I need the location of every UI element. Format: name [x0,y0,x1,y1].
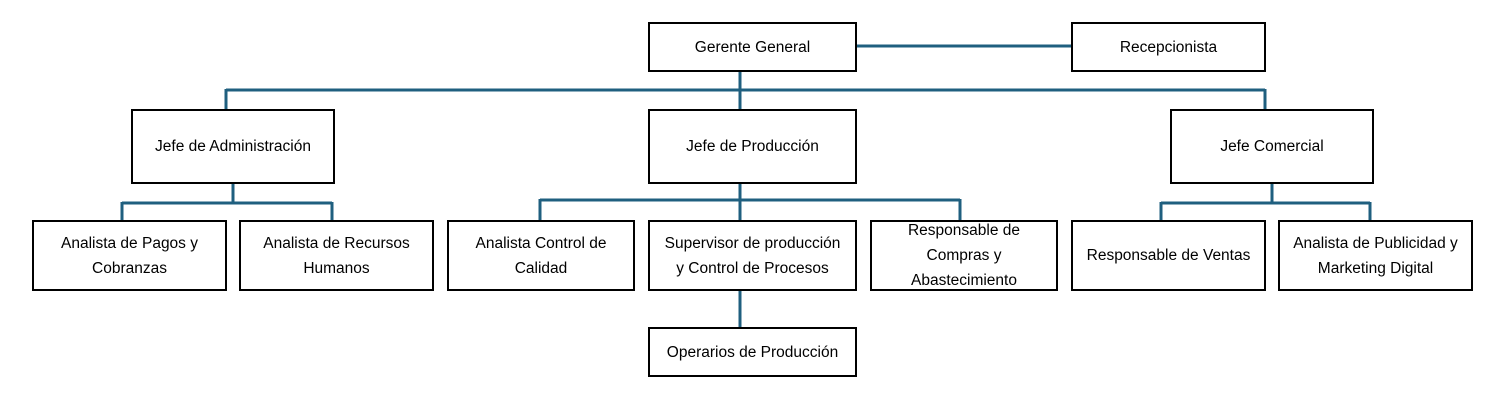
node-label-line: Gerente General [694,38,811,56]
node-recepcionista: Recepcionista [1071,22,1266,72]
node-label-line: Analista Control de [475,234,607,252]
node-analista-control-calidad: Analista Control de Calidad [447,220,635,291]
node-label-line: Abastecimiento [911,272,1017,289]
node-label-line: Calidad [514,259,568,277]
node-label-line: y Control de Procesos [676,259,829,277]
node-label-line: Analista de Pagos y [60,234,198,252]
node-label-line: Supervisor de producción [664,234,841,252]
node-label-line: Humanos [303,259,370,277]
node-label-line: Analista de Publicidad y [1293,234,1458,252]
node-label-line: Cobranzas [92,259,167,277]
node-label-line: Responsable de [907,222,1021,239]
node-label-line: Jefe de Producción [686,138,819,155]
node-label-line: Jefe de Administración [155,138,311,155]
node-gerente-general: Gerente General [648,22,857,72]
node-label-line: Operarios de Producción [666,343,839,361]
node-operarios-produccion: Operarios de Producción [648,327,857,377]
node-analista-publicidad-marketing: Analista de Publicidad y Marketing Digita… [1278,220,1473,291]
node-jefe-comercial: Jefe Comercial [1170,109,1374,184]
node-responsable-ventas: Responsable de Ventas [1071,220,1266,291]
node-jefe-produccion: Jefe de Producción [648,109,857,184]
node-analista-pagos-cobranzas: Analista de Pagos y Cobranzas [32,220,227,291]
node-label-line: Recepcionista [1119,38,1218,56]
node-responsable-compras: Responsable de Compras y Abastecimiento [870,220,1058,291]
node-label-line: Jefe Comercial [1220,138,1324,155]
node-supervisor-produccion: Supervisor de producción y Control de Pro… [648,220,857,291]
node-jefe-administracion: Jefe de Administración [131,109,335,184]
node-label-line: Marketing Digital [1317,259,1434,277]
node-label-line: Compras y [926,247,1002,264]
node-label-line: Analista de Recursos [263,234,410,252]
node-label-line: Responsable de Ventas [1086,247,1251,264]
